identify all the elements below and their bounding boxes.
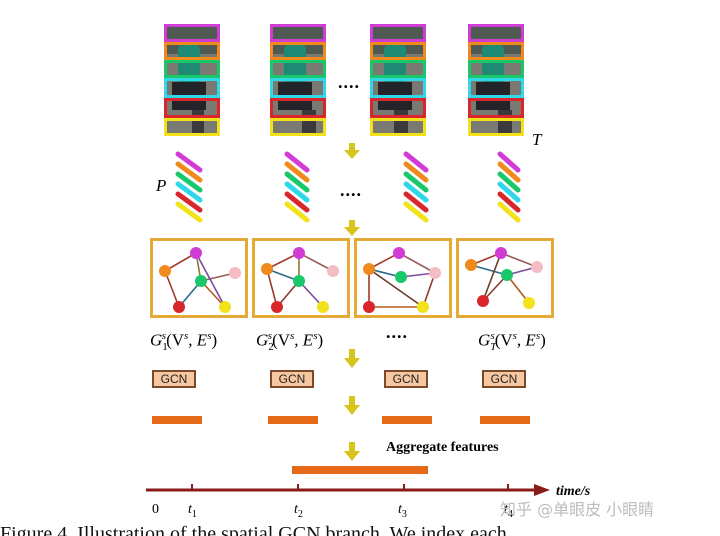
figure-caption: Figure 4. Illustration of the spatial GC… bbox=[0, 524, 507, 536]
T-label: T bbox=[532, 130, 542, 149]
arrow-down-icon bbox=[344, 349, 360, 368]
gcn-block-4: GCN bbox=[482, 370, 526, 388]
part-stripes-4 bbox=[497, 151, 521, 223]
ellipsis-graphs: .... bbox=[386, 322, 408, 342]
time-axis-label: time/s bbox=[556, 484, 591, 499]
graph-label-T: GTs(Vs, Es) bbox=[478, 330, 546, 354]
graph-label-2: G2s(Vs, Es) bbox=[256, 330, 324, 354]
feature-bar-4 bbox=[480, 416, 530, 424]
part-stripes-3 bbox=[403, 151, 429, 223]
feature-bar-1 bbox=[152, 416, 202, 424]
graph-2 bbox=[261, 247, 339, 313]
ellipsis-parts: .... bbox=[340, 180, 362, 200]
gcn-block-3: GCN bbox=[384, 370, 428, 388]
video-frame-1 bbox=[164, 24, 220, 136]
P-label: P bbox=[156, 176, 167, 195]
tick-label-t2: t2 bbox=[294, 502, 303, 520]
graph-box-3 bbox=[354, 238, 452, 318]
graph-box-2 bbox=[252, 238, 350, 318]
graph-1 bbox=[159, 247, 241, 313]
graph-4 bbox=[465, 247, 543, 309]
graph-box-4 bbox=[456, 238, 554, 318]
tick-label-t1: t1 bbox=[188, 502, 197, 520]
arrow-down-icon bbox=[344, 396, 360, 415]
arrow-down-icon bbox=[344, 220, 360, 236]
aggregated-feature-bar bbox=[292, 466, 428, 474]
tick-label-t4: t4 bbox=[504, 502, 513, 520]
video-frame-3 bbox=[370, 24, 426, 136]
feature-bar-2 bbox=[268, 416, 318, 424]
aggregate-features-label: Aggregate features bbox=[386, 440, 499, 455]
video-frame-2 bbox=[270, 24, 326, 136]
gcn-block-1: GCN bbox=[152, 370, 196, 388]
video-frame-4 bbox=[468, 24, 524, 136]
frame-sequence: .... T bbox=[0, 0, 720, 149]
axis-arrow-icon bbox=[534, 484, 550, 496]
tick-label-t3: t3 bbox=[398, 502, 407, 520]
gcn-block-2: GCN bbox=[270, 370, 314, 388]
graph-label-1: G1s(Vs, Es) bbox=[150, 330, 218, 354]
ellipsis-frames: .... bbox=[338, 72, 360, 92]
watermark: 知乎 @单眼皮 小眼睛 bbox=[500, 500, 655, 519]
graph-3 bbox=[363, 247, 441, 313]
feature-bar-3 bbox=[382, 416, 432, 424]
arrow-down-icon bbox=[344, 442, 360, 461]
part-stripes-2 bbox=[284, 151, 310, 223]
arrow-down-icon bbox=[344, 143, 360, 159]
part-stripes-1 bbox=[175, 151, 203, 223]
tick-label-0: 0 bbox=[152, 502, 159, 517]
graph-box-1 bbox=[150, 238, 248, 318]
